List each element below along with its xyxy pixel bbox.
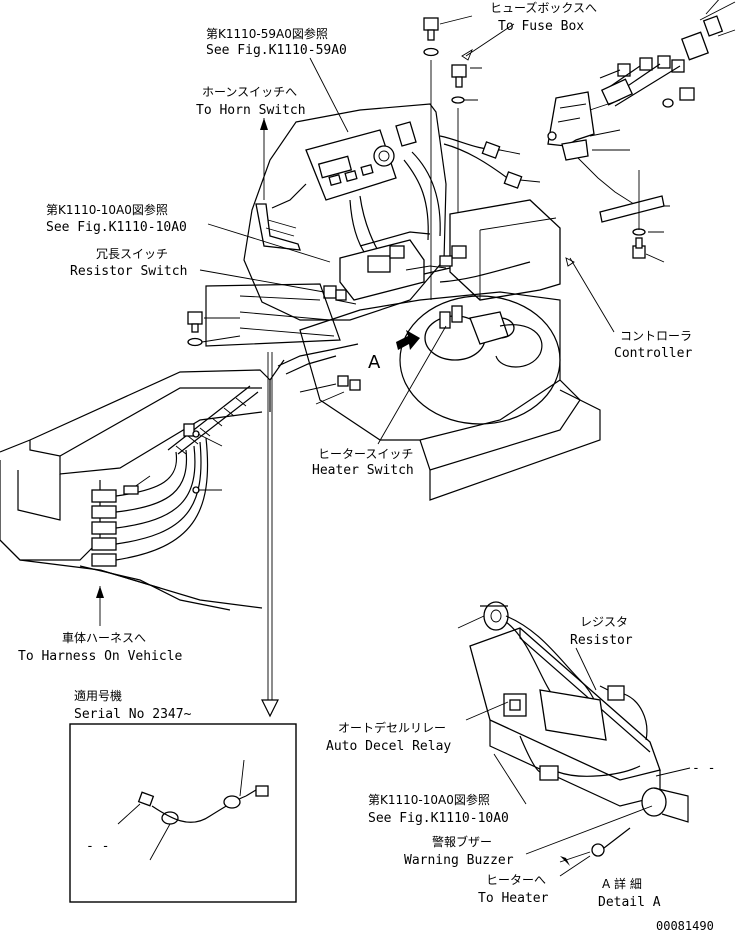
- serial-inset-pointer: [261, 352, 279, 718]
- harness-label: To Harness On Vehicle: [18, 649, 183, 664]
- fuse-box-label: To Fuse Box: [498, 19, 584, 34]
- controller-label-jp: コントローラ: [620, 329, 692, 343]
- detail-a-label: Detail A: [598, 895, 661, 910]
- leader-lines: [96, 23, 653, 877]
- serial-label: Serial No 2347~: [74, 707, 192, 722]
- relay-bracket: [547, 91, 638, 207]
- horn-switch-label-jp: ホーンスイッチへ: [202, 85, 297, 99]
- heater-label-jp: ヒーターへ: [486, 873, 546, 887]
- detail-dash-label: - -: [692, 761, 715, 776]
- heater-switch-label-jp: ヒータースイッチ: [318, 447, 413, 461]
- fuse-box-label-jp: ヒューズボックスへ: [490, 0, 597, 15]
- detail-a-label-jp: A 詳 細: [602, 876, 642, 891]
- view-marker-label: A: [368, 352, 381, 373]
- callout-labels: ヒューズボックスへ To Fuse Box 第K1110-59A0図参照 See…: [18, 0, 715, 932]
- resistor-switch-label-jp: 冗長スイッチ: [96, 247, 168, 261]
- resistor-switch-label: Resistor Switch: [70, 264, 187, 279]
- heater-switch-label: Heater Switch: [312, 463, 414, 478]
- decel-relay-label-jp: オートデセルリレー: [338, 720, 446, 735]
- fuse-box-connectors: [599, 0, 736, 108]
- fig-59a0-label: See Fig.K1110-59A0: [206, 43, 347, 58]
- resistor-label: Resistor: [570, 633, 633, 648]
- serial-inset: [69, 723, 297, 903]
- fig-10a0-label-jp: 第K1110-10A0図参照: [46, 202, 168, 217]
- controller-label: Controller: [614, 346, 692, 361]
- left-panel: [187, 283, 341, 347]
- heater-arrow-icon: [560, 856, 570, 866]
- fig-10a0b-label: See Fig.K1110-10A0: [368, 811, 509, 826]
- main-console-assembly: [243, 103, 601, 501]
- fig-10a0-label: See Fig.K1110-10A0: [46, 220, 187, 235]
- right-bracket-bolt: [599, 170, 670, 263]
- heater-label: To Heater: [478, 891, 549, 906]
- fig-10a0b-label-jp: 第K1110-10A0図参照: [368, 792, 490, 807]
- buzzer-label: Warning Buzzer: [404, 853, 514, 868]
- serial-label-jp: 適用号機: [74, 688, 122, 703]
- inset-dash-label: - -: [86, 839, 109, 854]
- vehicle-chassis-harness: [0, 359, 285, 611]
- resistor-label-jp: レジスタ: [580, 615, 628, 629]
- harness-label-jp: 車体ハーネスへ: [62, 631, 146, 645]
- detail-a-assembly: [457, 601, 691, 866]
- drawing-number: 00081490: [656, 919, 714, 932]
- buzzer-label-jp: 警報ブザー: [432, 834, 492, 849]
- horn-switch-label: To Horn Switch: [196, 103, 306, 118]
- view-arrow-icon: [396, 330, 420, 350]
- decel-relay-label: Auto Decel Relay: [326, 739, 451, 754]
- fig-59a0-label-jp: 第K1110-59A0図参照: [206, 26, 328, 41]
